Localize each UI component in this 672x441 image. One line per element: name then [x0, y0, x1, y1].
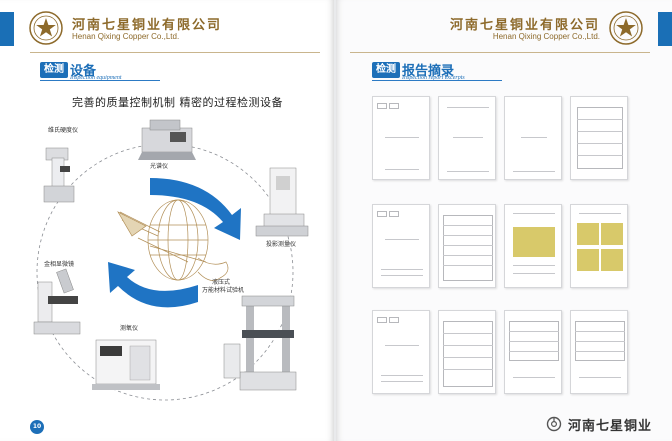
company-logo-icon [29, 11, 63, 45]
section-subtitle: Inspection report excerpts [402, 75, 465, 81]
watermark: 河南七星铜业 [546, 414, 652, 434]
label-projector: 投影测量仪 [266, 240, 296, 248]
label-tensile-tester-2: 万能材料试验机 [202, 286, 244, 294]
wechat-official-account-icon [546, 416, 562, 432]
tensile-tester-image [223, 295, 297, 391]
section-badge: 检测 [40, 62, 68, 78]
header-divider [350, 52, 650, 53]
copper-parts-image [117, 199, 229, 281]
report-thumbnail [570, 310, 628, 394]
section-subtitle: Inspection equipment [70, 75, 122, 81]
hardness-tester-image [43, 147, 75, 203]
microscope-image [33, 268, 81, 335]
company-logo-icon [609, 11, 643, 45]
section-badge: 检测 [372, 62, 400, 78]
equipment-diagram: 维氏硬度仪 光谱仪 投影测量仪 金相显微镜 测氧仪 液压式 万能材料试验机 [33, 119, 309, 401]
section-underline [372, 80, 502, 81]
slogan: 完善的质量控制机制 精密的过程检测设备 [72, 96, 283, 109]
cycle-arrow-lower [108, 262, 198, 308]
report-thumbnail [438, 204, 496, 288]
spectrometer-image [138, 119, 196, 160]
report-thumbnail [570, 204, 628, 288]
report-thumbnail [438, 310, 496, 394]
page-number: 10 [30, 420, 44, 434]
left-page: 河南七星铜业有限公司 Henan Qixing Copper Co.,Ltd. … [0, 0, 334, 441]
side-tab [658, 12, 672, 46]
section-title: 设备 [70, 64, 97, 79]
oxygen-analyzer-image [92, 339, 160, 390]
section-title: 报告摘录 [402, 64, 455, 79]
watermark-text: 河南七星铜业 [567, 418, 652, 434]
report-thumbnail [372, 96, 430, 180]
side-tab [0, 12, 14, 46]
brand-name-en: Henan Qixing Copper Co.,Ltd. [492, 32, 600, 41]
report-thumbnail [570, 96, 628, 180]
header-divider [30, 52, 320, 53]
label-spectrometer: 光谱仪 [150, 162, 168, 170]
label-oxygen-analyzer: 测氧仪 [120, 324, 138, 332]
brand-name-en: Henan Qixing Copper Co.,Ltd. [72, 32, 180, 41]
right-page: 河南七星铜业有限公司 Henan Qixing Copper Co.,Ltd. … [336, 0, 672, 441]
page-header: 河南七星铜业有限公司 Henan Qixing Copper Co.,Ltd. [384, 10, 644, 52]
report-thumbnail [504, 204, 562, 288]
label-hardness-tester: 维氏硬度仪 [48, 126, 78, 134]
brand-name-cn: 河南七星铜业有限公司 [72, 18, 223, 33]
report-thumbnail [438, 96, 496, 180]
report-thumbnail [504, 96, 562, 180]
section-underline [40, 80, 160, 81]
projector-image [255, 167, 309, 237]
page-header: 河南七星铜业有限公司 Henan Qixing Copper Co.,Ltd. [28, 10, 268, 52]
report-thumbnail [504, 310, 562, 394]
label-tensile-tester-1: 液压式 [212, 278, 230, 286]
report-thumbnail [372, 310, 430, 394]
report-thumbnail [372, 204, 430, 288]
brand-name-cn: 河南七星铜业有限公司 [449, 18, 600, 33]
cycle-arrow-upper [150, 178, 241, 240]
label-microscope: 金相显微镜 [44, 260, 74, 268]
